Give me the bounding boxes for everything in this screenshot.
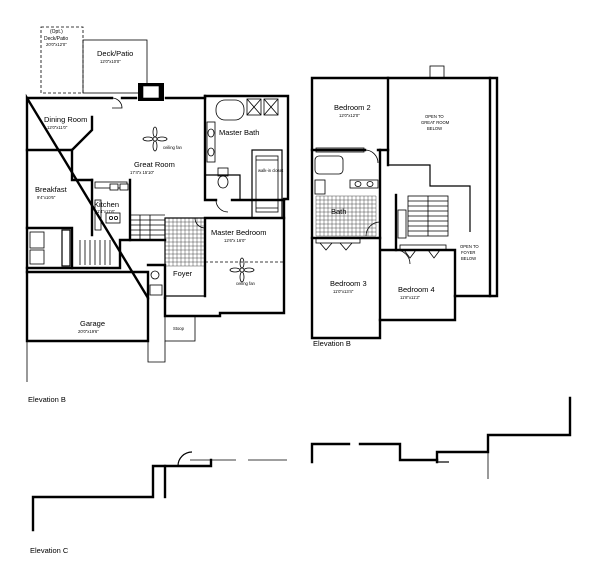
- bathtub: [215, 99, 245, 121]
- open-great-l1: OPEN TO: [425, 114, 444, 119]
- stoop-label: Stoop: [173, 326, 185, 331]
- open-foyer-l2: FOYER: [461, 250, 475, 255]
- first-floor-stairs: [79, 214, 165, 265]
- master-bath-walls: [203, 94, 286, 202]
- hall-bath-vanity: [349, 179, 379, 189]
- garage-dims: 20'0"x19'6": [78, 329, 99, 334]
- garage-label: Garage: [80, 319, 105, 328]
- great-room-label: Great Room: [134, 160, 175, 169]
- first-floor-exterior-walls: [25, 93, 290, 343]
- opt-deck-dims: 20'0"x12'0": [46, 42, 67, 47]
- stoop-outline: [164, 315, 196, 342]
- bed2-door: [364, 149, 379, 164]
- open-foyer-l3: BELOW: [461, 256, 476, 261]
- toilet: [217, 175, 229, 189]
- deck-outline: [82, 39, 148, 94]
- breakfast-dims: 9'4"x10'6": [37, 195, 56, 200]
- open-foyer-l1: OPEN TO: [460, 244, 479, 249]
- walk-in-closet-label: walk-in closet: [258, 168, 284, 173]
- breakfast-label: Breakfast: [35, 185, 68, 194]
- landing-rail: [388, 164, 471, 232]
- elevation-c-door: [165, 451, 193, 467]
- bed2-closet: [315, 147, 365, 153]
- bedroom-2-label: Bedroom 2: [334, 103, 371, 112]
- master-bedroom-dims: 12'6"x 16'0": [224, 238, 246, 243]
- elevation-b-second-floor-outline: [310, 396, 572, 479]
- master-bedroom-walls: [203, 216, 286, 298]
- great-room-dims: 17'4"x 15'10": [130, 170, 155, 175]
- kitchen-label: Kitchen: [94, 200, 119, 209]
- breakfast-wall: [70, 148, 94, 182]
- garage-wall: [25, 270, 150, 300]
- second-floor-exterior-walls: [310, 76, 499, 340]
- opt-deck-line2: Deck/Patio: [44, 36, 68, 42]
- foyer-tile: [164, 217, 206, 297]
- bed3-closet: [315, 237, 361, 244]
- bath-label: Bath: [331, 207, 346, 216]
- powder-walls: [146, 263, 167, 300]
- chimney: [429, 65, 445, 79]
- master-ceiling-fan: [229, 257, 255, 283]
- fireplace-hearth: [142, 85, 160, 99]
- bed4-door: [395, 249, 411, 265]
- bedroom-door: [194, 217, 206, 229]
- bath-door: [215, 199, 229, 213]
- master-bath-label: Master Bath: [219, 128, 259, 137]
- bedroom-4-dims: 11'8"x11'2": [400, 295, 421, 300]
- kitchen-dims: 11'4"x11'6": [95, 209, 116, 214]
- elevation-b-first-caption: Elevation B: [28, 395, 66, 404]
- vanity: [206, 121, 216, 163]
- hall-bath-tub: [314, 155, 344, 175]
- deck-dims: 12'0"x10'0": [100, 59, 121, 64]
- hall-bath-tile: [315, 195, 377, 237]
- dining-partition-wall: [25, 115, 94, 152]
- great-room-ceiling-fan: [142, 126, 168, 152]
- kitchen-island: [105, 212, 121, 224]
- bedroom-3-dims: 11'0"x13'4": [333, 289, 354, 294]
- deck-label: Deck/Patio: [97, 49, 133, 58]
- dining-room-label: Dining Room: [44, 115, 87, 124]
- master-bedroom-label: Master Bedroom: [211, 228, 266, 237]
- fan-note-master: ceiling fan: [236, 281, 256, 286]
- elevation-b-second-caption: Elevation B: [313, 339, 351, 348]
- bedroom-2-dims: 12'0"x12'0": [339, 113, 360, 118]
- bath-door-2: [365, 221, 381, 237]
- bedroom-4-label: Bedroom 4: [398, 285, 435, 294]
- elevation-c-caption: Elevation C: [30, 546, 69, 555]
- dining-room-dims: 12'0"x11'0": [47, 125, 68, 130]
- hall-bath-toilet: [314, 179, 326, 195]
- first-floor-plan: walk-in closet: [25, 26, 290, 382]
- foyer-label: Foyer: [173, 269, 193, 278]
- bed3-bed4-walls: [378, 236, 457, 322]
- opt-deck-line1: (Opt.): [50, 29, 63, 35]
- second-floor-stairs: [397, 195, 449, 239]
- fan-note-great: ceiling fan: [163, 145, 183, 150]
- bedroom-3-label: Bedroom 3: [330, 279, 367, 288]
- deck-door: [111, 97, 123, 109]
- open-great-l3: BELOW: [427, 126, 442, 131]
- elevation-c-first-floor-outline: [31, 451, 287, 532]
- laundry-walls: [25, 226, 74, 270]
- stair-walls: [70, 238, 167, 270]
- second-floor-plan: Bedroom 2 12'0"x12'0" OPEN TO GREAT ROOM…: [310, 65, 499, 340]
- open-great-l2: GREAT ROOM: [421, 120, 450, 125]
